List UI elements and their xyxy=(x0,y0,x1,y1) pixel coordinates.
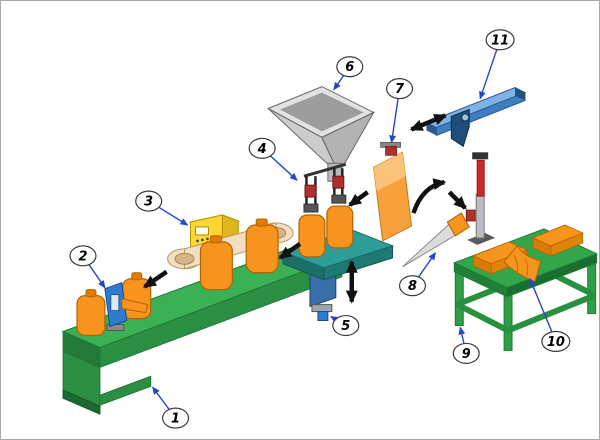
callout-5: 5 xyxy=(330,314,360,337)
bag xyxy=(326,205,354,249)
callout-3-label: 3 xyxy=(144,195,153,210)
bag xyxy=(298,214,326,258)
conveyor-foot xyxy=(99,375,152,406)
flow-arrow-to-table xyxy=(447,190,467,210)
flow-arrow-conveyor-left xyxy=(143,269,168,289)
table-shelf-beam xyxy=(505,293,595,334)
filling-heads xyxy=(303,162,347,213)
table-leg xyxy=(454,267,464,327)
callout-2-label: 2 xyxy=(78,249,87,264)
callout-6-label: 6 xyxy=(345,60,354,75)
callout-1: 1 xyxy=(152,386,190,429)
table-leg xyxy=(587,258,597,315)
bag xyxy=(122,272,152,320)
turn-disc xyxy=(174,252,195,265)
filling-nozzle xyxy=(331,194,347,204)
table-shelf-beam xyxy=(456,302,512,334)
callout-5-label: 5 xyxy=(341,319,350,334)
table-leg xyxy=(503,292,513,351)
callout-7: 7 xyxy=(386,78,414,144)
flow-arrow-to-filler xyxy=(278,242,302,260)
callout-4-label: 4 xyxy=(257,142,267,157)
flow-arrow-from-plate xyxy=(348,190,370,207)
cone-holder xyxy=(465,209,476,222)
bag xyxy=(245,218,279,274)
bag xyxy=(199,235,233,291)
callout-9-label: 9 xyxy=(462,347,471,362)
feed-hopper xyxy=(266,86,375,182)
flow-arrow-actuator-travel xyxy=(409,113,448,132)
callout-8: 8 xyxy=(398,252,436,297)
pickup-arm xyxy=(121,298,149,314)
callout-10: 10 xyxy=(529,277,571,352)
filling-station xyxy=(281,162,395,308)
forming-cone xyxy=(402,209,476,268)
callout-6: 6 xyxy=(333,56,364,91)
post-base xyxy=(467,232,496,245)
bag-pickup-device xyxy=(104,282,149,331)
flow-arrows xyxy=(143,113,467,304)
bag-pile xyxy=(472,241,528,265)
flow-arrow-rotate xyxy=(411,178,447,214)
slider-roller xyxy=(461,113,470,122)
callout-10-label: 10 xyxy=(547,335,565,350)
bag-clamp-lift xyxy=(311,304,333,322)
bag-flattening-plate xyxy=(373,141,413,242)
bag-pile xyxy=(531,224,584,247)
bag-stack xyxy=(472,224,584,283)
callout-11-label: 11 xyxy=(491,33,509,48)
callout-7-label: 7 xyxy=(395,82,404,97)
linear-actuator xyxy=(425,87,527,148)
packing-table xyxy=(453,228,598,351)
cone-collar xyxy=(446,212,470,237)
callout-9: 9 xyxy=(452,326,480,364)
panel-button xyxy=(206,237,209,241)
callout-8-label: 8 xyxy=(408,279,417,294)
plate-clamp xyxy=(385,145,397,156)
support-post xyxy=(467,152,496,245)
callouts: 1 2 3 4 5 6 7 xyxy=(69,29,571,429)
panel-button xyxy=(196,239,199,243)
callout-3: 3 xyxy=(135,190,189,226)
panel-button xyxy=(201,238,204,242)
callout-11: 11 xyxy=(479,29,515,100)
filling-nozzle xyxy=(303,203,319,213)
callout-2: 2 xyxy=(69,245,106,289)
callout-4: 4 xyxy=(248,137,298,181)
panel-display xyxy=(195,226,209,236)
bag xyxy=(76,289,106,337)
callout-1-label: 1 xyxy=(171,412,180,427)
